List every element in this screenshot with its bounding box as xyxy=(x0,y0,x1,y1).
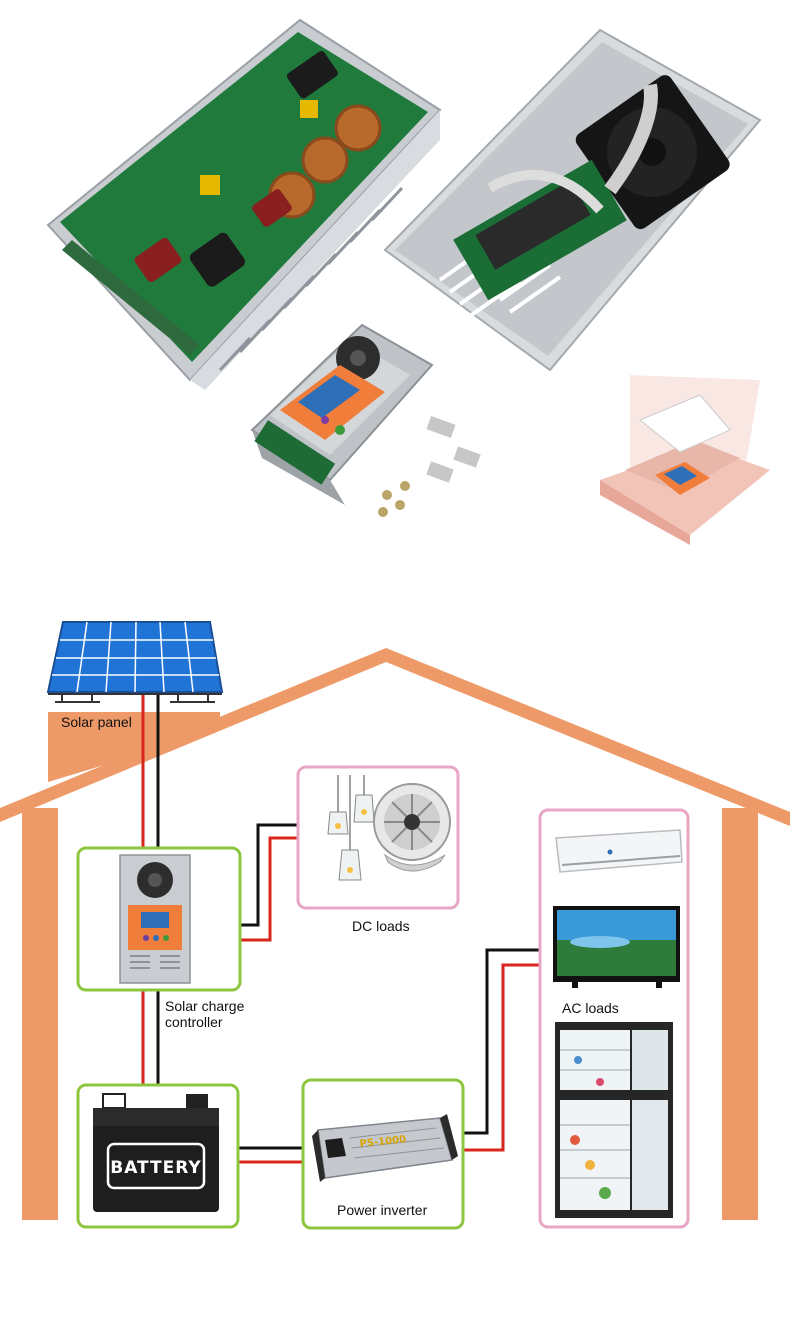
solar-panel-label: Solar panel xyxy=(61,714,132,730)
solar-panel-icon xyxy=(46,621,224,703)
battery-label: BATTERY xyxy=(110,1158,201,1178)
wiring xyxy=(141,690,540,1164)
television-icon xyxy=(553,906,680,988)
house-outline xyxy=(0,648,790,1220)
charge-controller-icon xyxy=(119,854,191,984)
packaging-box-photo xyxy=(600,375,770,545)
assembled-controller-photo xyxy=(250,323,434,505)
power-inverter-icon xyxy=(312,1114,458,1182)
controller-pcb-photo xyxy=(46,18,442,390)
controller-label-line2: controller xyxy=(165,1014,223,1030)
pendant-lamps-icon xyxy=(327,775,375,881)
air-conditioner-icon xyxy=(555,829,683,873)
controller-case-photo xyxy=(383,28,762,372)
inverter-model-label: PS-1000 xyxy=(359,1134,406,1150)
dc-loads-label: DC loads xyxy=(352,918,410,934)
mounting-screws-photo xyxy=(378,415,481,517)
desk-fan-icon xyxy=(373,783,451,872)
controller-label-line1: Solar charge xyxy=(165,998,245,1014)
inverter-label: Power inverter xyxy=(337,1202,428,1218)
refrigerator-icon xyxy=(555,1022,673,1218)
ac-loads-label: AC loads xyxy=(562,1000,619,1016)
battery-icon xyxy=(93,1093,219,1212)
